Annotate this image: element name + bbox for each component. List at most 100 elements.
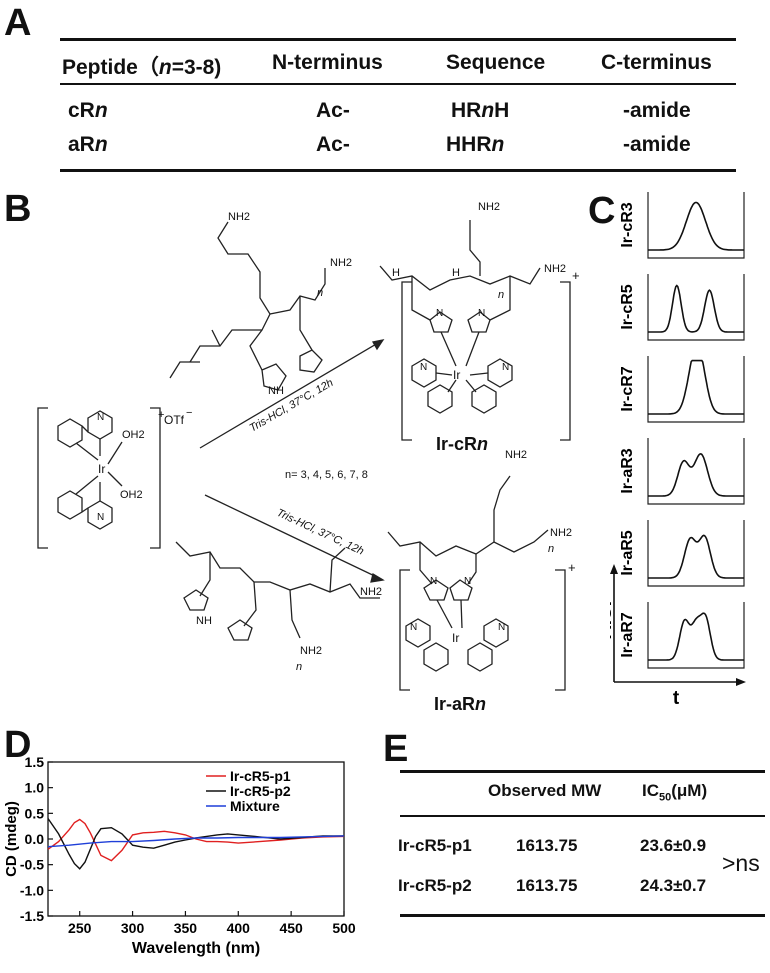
table-e-header-mw: Observed MW — [488, 781, 602, 800]
product-upper-nh2-c: NH2 — [544, 263, 566, 275]
chromatogram-frame — [647, 438, 745, 505]
chromatogram-x-arrow — [736, 678, 746, 686]
n-values-text: n= 3, 4, 5, 6, 7, 8 — [285, 469, 368, 481]
cd-legend-label: Ir-cR5-p2 — [230, 783, 291, 799]
table-a-row-cr-name: cRn — [68, 99, 108, 122]
ir-center-product-lower: Ir — [452, 631, 459, 645]
chromatogram-axes: A.U.t — [610, 564, 746, 709]
chromatogram-frame — [647, 520, 745, 587]
chromatogram-trace: Ir-aR3 — [619, 438, 745, 505]
chromatogram-line — [648, 453, 744, 497]
chromatogram-trace: Ir-cR5 — [619, 274, 745, 341]
table-e-bottom-rule — [400, 914, 765, 917]
phenyl-ring-top — [57, 418, 83, 448]
chromatogram-line — [648, 534, 744, 579]
ring-nitrogen-label: N — [436, 308, 443, 319]
chromatogram-frame — [647, 602, 745, 669]
chromatogram-trace: Ir-aR5 — [619, 520, 745, 587]
cd-series-line — [47, 818, 345, 862]
ir-center-product-upper: Ir — [453, 368, 460, 382]
product-lower-nh2-top: NH2 — [505, 449, 527, 461]
cd-series-line — [47, 818, 344, 870]
table-e-row2-mw: 1613.75 — [516, 876, 578, 895]
product-upper-plus: + — [572, 268, 580, 283]
product-lower-plus: + — [568, 560, 576, 575]
chromatogram-ylabel: A.U. — [610, 601, 616, 639]
ring-nitrogen-label: N — [97, 412, 104, 423]
ring-nitrogen-label: N — [498, 622, 505, 633]
cd-xlabel: Wavelength (nm) — [132, 940, 260, 957]
table-a-row-ar-cterm: -amide — [623, 133, 691, 156]
cd-ylabel: CD (mdeg) — [3, 801, 20, 877]
cd-y-tick-label: 0.0 — [25, 831, 45, 847]
table-a-row-cr-nterm: Ac- — [316, 99, 350, 122]
cd-x-tick-label: 300 — [121, 920, 145, 936]
cd-legend-label: Mixture — [230, 798, 280, 814]
reactant-lower-n: n — [296, 661, 302, 673]
table-e-row1-name: Ir-cR5-p1 — [398, 836, 472, 855]
chromatogram-trace: Ir-cR3 — [619, 192, 745, 259]
chromatogram-line — [648, 359, 744, 415]
chromatogram-label: Ir-cR3 — [619, 202, 636, 247]
chromatogram-y-arrow — [610, 564, 618, 574]
significance-label: >ns — [722, 850, 760, 876]
chromatogram-label: Ir-aR7 — [619, 612, 636, 657]
chromatogram-label: Ir-aR3 — [619, 448, 636, 493]
table-a-row-cr-seq: HRnH — [451, 99, 510, 122]
table-a-row-ar-nterm: Ac- — [316, 133, 350, 156]
table-a-header-c-terminus: C-terminus — [601, 51, 712, 74]
cd-x-tick-label: 500 — [332, 920, 356, 936]
ring-nitrogen-label: N — [430, 576, 437, 587]
reactant-upper-nh: NH — [268, 385, 284, 397]
table-e-header-ic50: IC50(μM) — [642, 781, 708, 804]
reactant-lower-nh2: NH2 — [360, 586, 382, 598]
chromatogram-label: Ir-cR5 — [619, 284, 636, 329]
table-a-header-sequence: Sequence — [446, 51, 546, 74]
product-upper-bracket-left — [401, 281, 412, 441]
chromatogram-line — [648, 612, 744, 661]
chromatogram-trace: Ir-aR7 — [619, 602, 745, 669]
cd-y-tick-label: -1.5 — [20, 908, 44, 924]
cd-x-tick-label: 250 — [68, 920, 92, 936]
table-e-row2-name: Ir-cR5-p2 — [398, 876, 472, 895]
cd-x-tick-label: 350 — [174, 920, 198, 936]
phenyl-ring-bottom — [57, 490, 83, 520]
oh2-bottom-label: OH2 — [120, 489, 143, 501]
counterion-charge: + — [158, 409, 164, 421]
cd-y-tick-label: 1.5 — [25, 754, 45, 770]
table-a-row-cr-cterm: -amide — [623, 99, 691, 122]
chromatogram-line — [648, 284, 744, 333]
reactant-upper-n: n — [317, 287, 323, 299]
counterion-label: OTf — [164, 413, 185, 427]
reactant-bracket-right — [150, 407, 161, 549]
table-a-top-rule — [60, 38, 736, 41]
table-a-row-ar-seq: HHRn — [446, 133, 505, 156]
lower-reaction-arrow — [204, 494, 384, 581]
reaction-scheme: + OTf − OH2 OH2 Ir Tris-HCl, 37°C, 12h T… — [37, 201, 580, 691]
counterion-charge2: − — [186, 407, 192, 419]
panel-label-c: C — [588, 190, 616, 232]
reactant-bracket-left — [37, 407, 48, 549]
product-lower-n: n — [548, 543, 554, 555]
table-e-row1-mw: 1613.75 — [516, 836, 578, 855]
ring-nitrogen-label: N — [97, 512, 104, 523]
table-a-header-peptide: Peptide（n=3-8) — [62, 56, 222, 79]
table-a-bottom-rule — [60, 169, 736, 172]
chromatogram-frame — [647, 356, 745, 423]
ir-center-reactant: Ir — [98, 462, 105, 476]
product-lower-nh2-c: NH2 — [550, 527, 572, 539]
table-e-row1-ic50: 23.6±0.9 — [640, 836, 707, 855]
table-a-row-ar-name: aRn — [68, 133, 108, 156]
chromatogram-frame — [647, 274, 745, 341]
chromatogram-trace: Ir-cR7 — [619, 356, 745, 423]
chromatogram-line — [648, 201, 744, 251]
reactant-lower-nh2-c: NH2 — [300, 645, 322, 657]
product-upper-nh2-top: NH2 — [478, 201, 500, 213]
chromatogram-label: Ir-cR7 — [619, 366, 636, 411]
upper-condition-text: Tris-HCl, 37°C, 12h — [248, 377, 336, 435]
panel-label-b: B — [4, 188, 32, 230]
ring-nitrogen-label: N — [410, 622, 417, 633]
product-label-lower: Ir-aRn — [434, 694, 487, 714]
cd-y-tick-label: 0.5 — [25, 805, 45, 821]
